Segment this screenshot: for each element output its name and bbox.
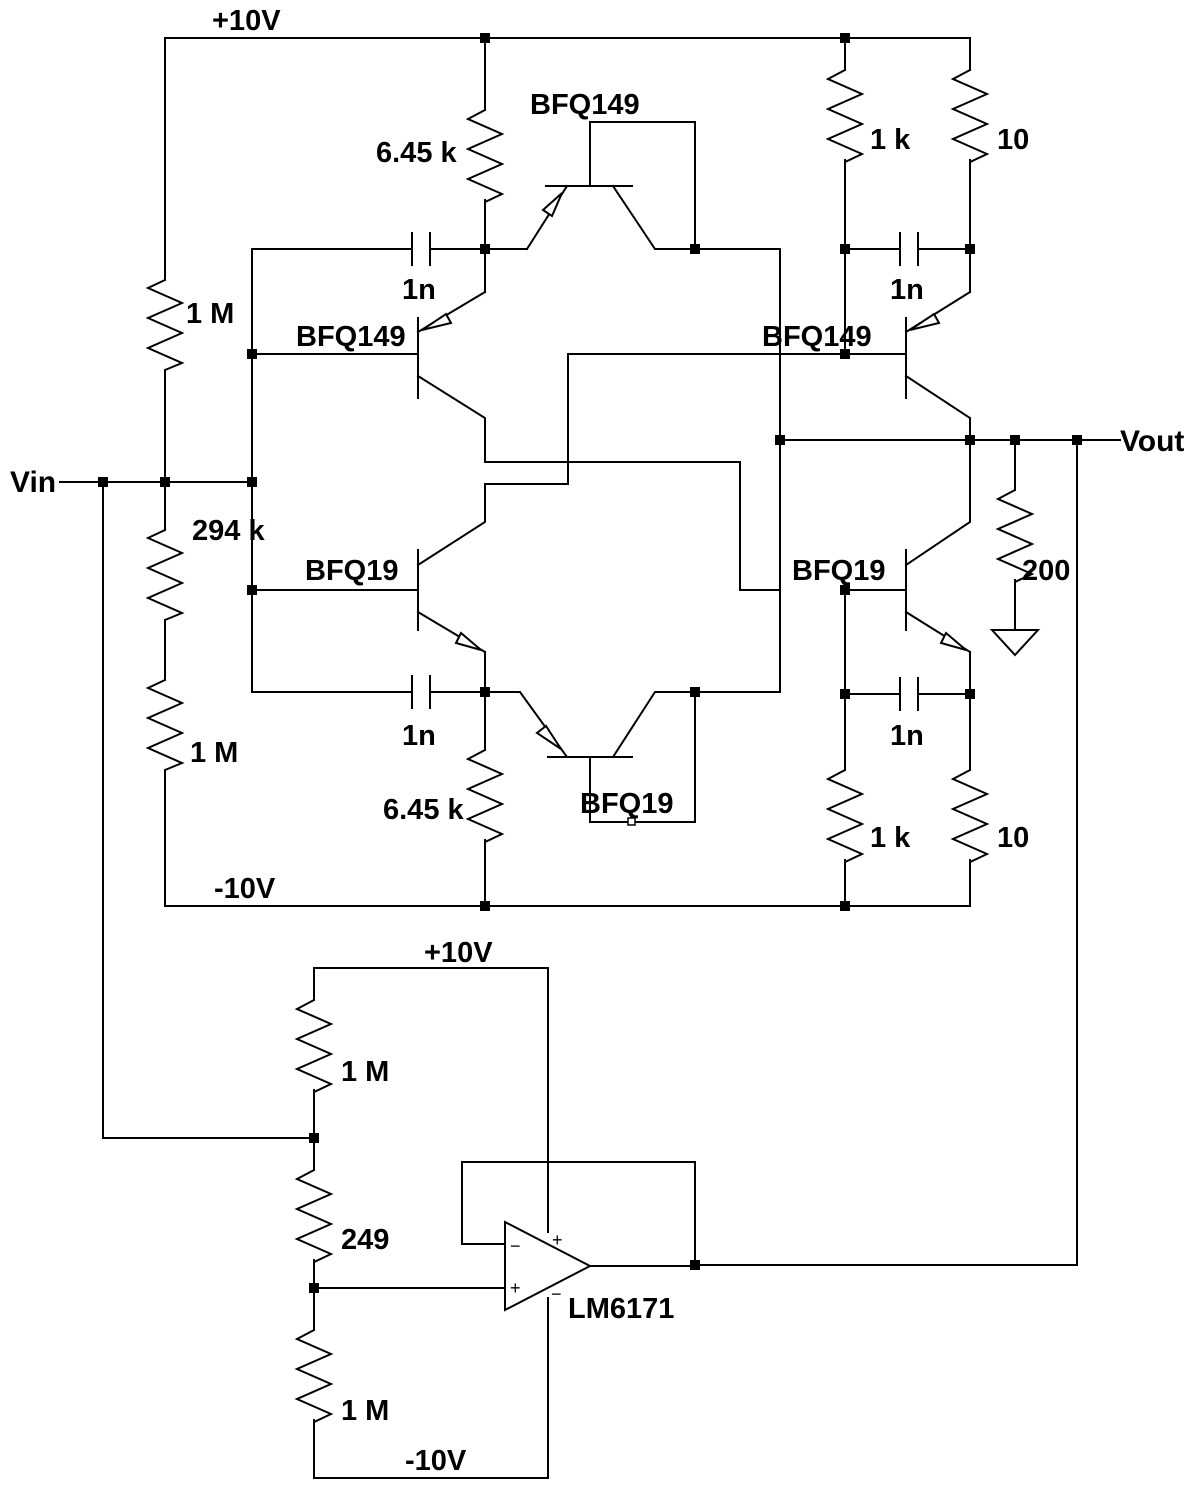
label-q-lower-left: BFQ19	[305, 555, 398, 587]
opamp-triangle	[504, 1220, 593, 1312]
output-port-label: Vout	[1120, 425, 1184, 458]
label-q-upper-left: BFQ149	[296, 321, 406, 353]
transistor-upper-right	[843, 290, 972, 441]
transistor-top	[525, 121, 781, 693]
label-c-lower-left: 1n	[402, 720, 436, 752]
capacitor-upper-right	[899, 232, 919, 266]
label-r-lower-emitter: 6.45 k	[383, 794, 464, 826]
supply-label-negative: -10V	[214, 873, 276, 905]
label-q-bottom: BFQ19	[580, 788, 673, 820]
resistor-1m-opamp-bottom	[294, 1329, 334, 1424]
label-r-upper-emitter: 6.45 k	[376, 137, 457, 169]
resistor-1k-top	[825, 69, 865, 164]
transistor-upper-left	[416, 290, 781, 591]
supply-label-top: +10V	[212, 5, 281, 37]
resistor-1m-opamp-top	[294, 999, 334, 1094]
label-r-out-dn-right: 10	[997, 822, 1029, 854]
opamp-supply-negative: -10V	[405, 1445, 467, 1477]
label-r-op-top: 1 M	[341, 1056, 389, 1088]
label-r-bias-bot: 1 M	[190, 737, 238, 769]
resistor-200	[995, 489, 1035, 584]
capacitor-lower-left	[411, 675, 431, 709]
resistor-10-top	[950, 69, 990, 164]
label-q-top: BFQ149	[530, 89, 640, 121]
lower-right-network	[825, 589, 990, 907]
label-q-upper-right: BFQ149	[762, 321, 872, 353]
opamp-vminus-sign: −	[551, 1284, 562, 1304]
lower-emitter-network	[465, 651, 505, 907]
opamp-inverting-sign: −	[510, 1236, 521, 1256]
supply-rails	[164, 37, 971, 907]
opamp-supply-positive: +10V	[424, 937, 493, 969]
upper-right-network	[825, 37, 990, 355]
label-r-bias-mid: 294 k	[192, 515, 265, 547]
resistor-1m-bottom	[145, 679, 185, 771]
label-r-out-up-left: 1 k	[870, 124, 911, 156]
resistor-1k-bottom	[825, 769, 865, 864]
transistor-lower-left	[416, 353, 845, 654]
ground-icon	[989, 629, 1041, 657]
pin-marker	[627, 817, 636, 826]
label-r-load: 200	[1022, 555, 1070, 587]
junction-dots	[98, 33, 1082, 1293]
resistor-294k	[145, 529, 185, 621]
resistor-1m-top	[145, 279, 185, 371]
capacitor-upper-left	[411, 232, 431, 266]
transistor-lower-right	[843, 439, 972, 654]
label-opamp: LM6171	[568, 1293, 674, 1325]
resistor-6-45k-bottom	[465, 749, 505, 844]
capacitor-lower-right	[899, 677, 919, 711]
resistor-249	[294, 1169, 334, 1264]
opamp-noninverting-sign: +	[510, 1278, 521, 1298]
opamp-section	[294, 967, 696, 1479]
label-r-out-up-right: 10	[997, 124, 1029, 156]
opamp-vplus-sign: +	[552, 1230, 563, 1250]
transistor-bottom	[484, 691, 696, 826]
resistor-6-45k-top	[465, 109, 505, 204]
label-q-lower-right: BFQ19	[792, 555, 885, 587]
label-r-bias-top: 1 M	[186, 298, 234, 330]
label-c-lower-right: 1n	[890, 720, 924, 752]
left-drive-wires	[251, 248, 528, 693]
label-r-op-bot: 1 M	[341, 1395, 389, 1427]
label-r-op-mid: 249	[341, 1224, 389, 1256]
input-port-label: Vin	[10, 466, 56, 499]
load-network	[989, 439, 1041, 657]
label-c-upper-right: 1n	[890, 274, 924, 306]
label-c-upper-left: 1n	[402, 274, 436, 306]
signal-wires	[59, 439, 1121, 1266]
resistor-10-bottom	[950, 769, 990, 864]
bias-resistor-chain	[145, 279, 185, 771]
label-r-out-dn-left: 1 k	[870, 822, 911, 854]
